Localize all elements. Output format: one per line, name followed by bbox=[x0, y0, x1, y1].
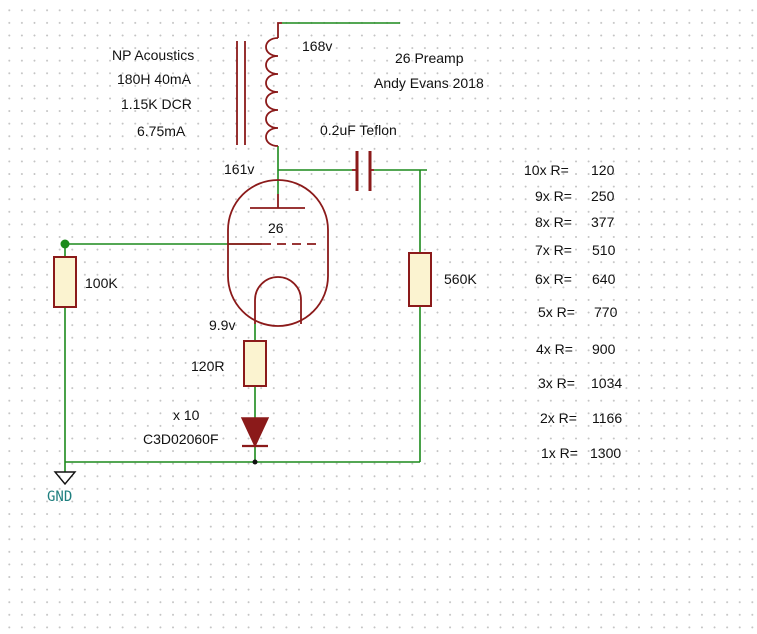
choke-brand-label: NP Acoustics bbox=[112, 47, 194, 63]
coupling-capacitor bbox=[352, 151, 374, 191]
diode-triangle bbox=[240, 417, 270, 448]
table-row-value: 120 bbox=[591, 162, 615, 178]
supply-voltage-label: 168v bbox=[302, 38, 332, 54]
ground-junction bbox=[252, 459, 258, 465]
capacitor-label: 0.2uF Teflon bbox=[320, 122, 397, 138]
choke-inductor bbox=[236, 22, 282, 147]
diode-part-label: C3D02060F bbox=[143, 431, 219, 447]
grid-resistor bbox=[53, 256, 77, 308]
table-row-label: 9x R= bbox=[535, 188, 572, 204]
table-row-label: 2x R= bbox=[540, 410, 577, 426]
tube-type-label: 26 bbox=[268, 220, 284, 236]
grid-junction bbox=[60, 239, 70, 249]
diode-count-label: x 10 bbox=[173, 407, 200, 423]
table-row-label: 8x R= bbox=[535, 214, 572, 230]
table-row-label: 4x R= bbox=[536, 341, 573, 357]
table-row-value: 1166 bbox=[592, 410, 622, 426]
table-row-label: 1x R= bbox=[541, 445, 578, 461]
table-row-label: 6x R= bbox=[535, 271, 572, 287]
resistor-table: 10x R= 120 9x R= 250 8x R= 377 7x R= 510… bbox=[524, 162, 622, 461]
ground-icon bbox=[53, 471, 77, 486]
table-row-value: 250 bbox=[591, 188, 615, 204]
schematic-author: Andy Evans 2018 bbox=[374, 75, 484, 91]
output-resistor bbox=[408, 252, 432, 307]
table-row-value: 900 bbox=[592, 341, 616, 357]
tube-envelope bbox=[227, 179, 329, 327]
grid-resistor-label: 100K bbox=[85, 275, 118, 291]
cathode-voltage-label: 9.9v bbox=[209, 317, 235, 333]
cathode-resistor bbox=[243, 340, 267, 387]
table-row-label: 5x R= bbox=[538, 304, 575, 320]
output-resistor-label: 560K bbox=[444, 271, 477, 287]
table-row-value: 770 bbox=[594, 304, 618, 320]
table-row-value: 510 bbox=[592, 242, 616, 258]
diode bbox=[240, 417, 270, 448]
choke-dcr-label: 1.15K DCR bbox=[121, 96, 192, 112]
table-row-label: 3x R= bbox=[538, 375, 575, 391]
table-row-value: 1034 bbox=[591, 375, 622, 391]
table-row-value: 1300 bbox=[590, 445, 621, 461]
tube-filament bbox=[254, 276, 302, 324]
triode-tube bbox=[227, 179, 329, 327]
table-row-value: 377 bbox=[591, 214, 615, 230]
schematic-title: 26 Preamp bbox=[395, 50, 464, 66]
annotations: NP Acoustics 180H 40mA 1.15K DCR 6.75mA … bbox=[47, 38, 484, 505]
cathode-resistor-label: 120R bbox=[191, 358, 224, 374]
wires bbox=[60, 22, 427, 472]
choke-spec-label: 180H 40mA bbox=[117, 71, 192, 87]
choke-current-label: 6.75mA bbox=[137, 123, 186, 139]
table-row-label: 10x R= bbox=[524, 162, 569, 178]
plate-voltage-label: 161v bbox=[224, 161, 254, 177]
table-row-value: 640 bbox=[592, 271, 616, 287]
ground-label: GND bbox=[47, 489, 72, 505]
table-row-label: 7x R= bbox=[535, 242, 572, 258]
